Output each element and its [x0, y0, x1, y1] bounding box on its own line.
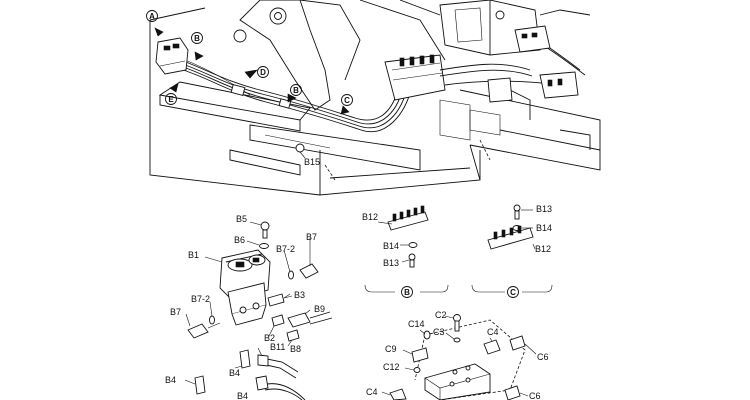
callout-b4-left: B4: [165, 375, 176, 385]
callout-c6-upper: C6: [537, 352, 549, 362]
callout-c6-lower: C6: [529, 391, 541, 400]
callout-b14-detail-b: B14: [383, 241, 399, 251]
detail-b-letter: B: [404, 288, 410, 297]
callout-b13-detail-c: B13: [536, 204, 552, 214]
callout-b9: B9: [314, 304, 325, 314]
manifold-exploded-view: [381, 314, 537, 400]
section-label-d: D: [260, 68, 266, 77]
callout-b14-detail-c: B14: [536, 223, 552, 233]
callout-c2: C2: [435, 310, 447, 320]
callout-b12-detail-b: B12: [362, 212, 378, 222]
detail-c-terminal-strip: [471, 204, 553, 293]
callout-b15: B15: [304, 157, 320, 167]
callout-b7-lower: B7: [170, 307, 181, 317]
section-marker-e: E: [165, 93, 177, 105]
section-marker-b-left: B: [191, 32, 203, 44]
callout-c14: C14: [408, 319, 425, 329]
section-marker-d: D: [257, 66, 269, 78]
section-label-e: E: [168, 95, 174, 104]
callout-c3: C3: [433, 327, 445, 337]
callout-b6: B6: [234, 235, 245, 245]
callout-b2: B2: [264, 333, 275, 343]
section-label-c: C: [344, 96, 350, 105]
callout-b8: B8: [290, 344, 301, 354]
section-marker-a: A: [146, 10, 158, 22]
callout-c4-lower: C4: [366, 387, 378, 397]
section-label-b: B: [194, 34, 200, 43]
callout-b12-detail-c: B12: [535, 244, 551, 254]
pilot-valve-exploded-view: [184, 221, 333, 400]
callout-c9: C9: [385, 344, 397, 354]
callout-b5: B5: [236, 214, 247, 224]
callout-b3: B3: [294, 290, 305, 300]
frame-assembly-view: [149, 0, 601, 196]
callout-c12: C12: [383, 362, 400, 372]
detail-c-letter: C: [510, 288, 516, 297]
section-marker-b-mid: B: [290, 84, 302, 96]
callout-b1: B1: [188, 250, 199, 260]
section-label-a: A: [149, 12, 155, 21]
callout-c4-upper: C4: [487, 327, 499, 337]
callout-b7-upper: B7: [306, 232, 317, 242]
callout-b4-bottom: B4: [237, 391, 248, 400]
callout-b11: B11: [270, 342, 285, 352]
callout-b13-detail-b: B13: [383, 258, 399, 268]
callout-b7-2-lower: B7-2: [191, 294, 210, 304]
detail-b-terminal-strip: [364, 205, 449, 293]
detail-b-label: B: [401, 286, 413, 298]
section-marker-c: C: [341, 94, 353, 106]
callout-b7-2-upper: B7-2: [276, 244, 295, 254]
callout-b4-mid: B4: [229, 368, 240, 378]
section-label-b-mid: B: [293, 86, 299, 95]
detail-c-label: C: [507, 286, 519, 298]
